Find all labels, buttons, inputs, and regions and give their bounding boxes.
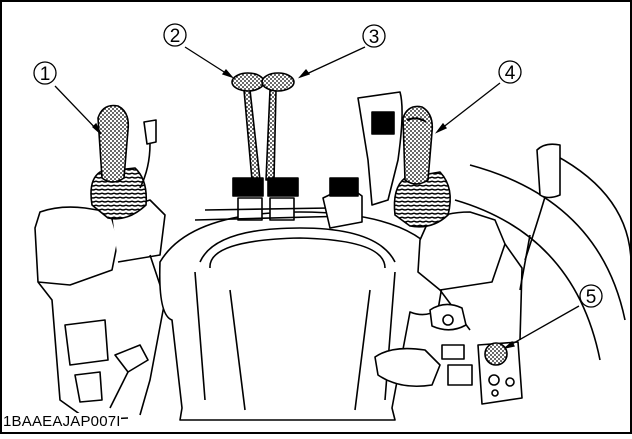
callout-4: 4 xyxy=(499,61,521,84)
operator-seat xyxy=(160,212,445,420)
right-pillar xyxy=(358,92,402,205)
callout-3: 3 xyxy=(363,25,385,48)
svg-text:4: 4 xyxy=(505,63,516,84)
svg-text:3: 3 xyxy=(369,27,380,48)
callout-2: 2 xyxy=(164,24,186,47)
figure-id-code: 1BAAEAJAP007I xyxy=(3,413,121,430)
pedal-stem-left xyxy=(244,90,260,180)
cabin-drawing xyxy=(35,73,631,420)
left-joystick-grip xyxy=(98,106,128,183)
pedal-stem-right xyxy=(266,90,276,180)
pedal-head-left xyxy=(232,73,264,91)
pedal-head-right xyxy=(262,73,294,91)
control-knob xyxy=(485,343,507,365)
left-console xyxy=(35,207,118,285)
callout-5: 5 xyxy=(580,285,602,308)
svg-text:5: 5 xyxy=(586,287,597,308)
svg-text:2: 2 xyxy=(170,26,181,47)
callout-1: 1 xyxy=(34,62,56,85)
svg-text:1: 1 xyxy=(40,64,51,85)
